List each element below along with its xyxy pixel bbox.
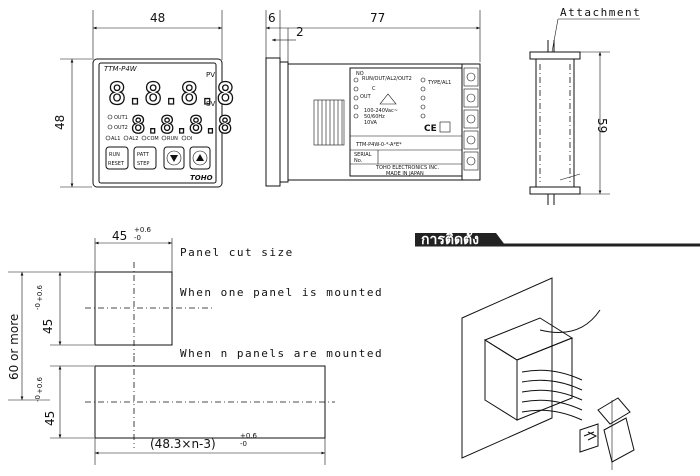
label-no: NO (356, 71, 364, 77)
label-out: OUT (360, 94, 372, 100)
install-header: การติดตั้ง (421, 228, 479, 248)
label-freq: 50/60Hz (364, 114, 385, 120)
side-view: 6 2 77 NO RUN/OUT/AL2/OUT2 TYPE/AL1 C OU… (265, 10, 481, 187)
led-al2: AL2 (129, 136, 138, 142)
serial-label: SERIAL (354, 152, 372, 158)
run-button-label: RUN (109, 152, 120, 158)
cutout-width-tol-plus: +0.6 (134, 226, 152, 234)
label-va: 10VA (364, 120, 377, 126)
front-view: 48 48 TTM-P4W 8.8.8.8 PV 8.8.8.8 SV OUT1… (53, 10, 235, 188)
cutout-height-tol-plus: +0.6 (36, 284, 44, 302)
cutout-height-tol-minus: -0 (34, 303, 42, 310)
led-al1: AL1 (111, 136, 120, 142)
front-height-dim: 48 (53, 115, 67, 130)
dim-6: 6 (268, 11, 276, 25)
made-in-text: MADE IN JAPAN (386, 171, 424, 177)
reset-button-label: RESET (108, 161, 125, 167)
front-model-label: TTM-P4W (104, 65, 138, 73)
sv-label: SV (206, 100, 215, 108)
led-com: COM (147, 136, 159, 142)
label-runout: RUN/OUT/AL2/OUT2 (362, 76, 412, 82)
install-illustration (461, 277, 635, 470)
cutout-height-dim: 45 (41, 319, 55, 334)
attachment-height-dim: 59 (595, 118, 609, 133)
n-height-dim: 45 (43, 411, 57, 426)
cutout-width-dim: 45 (112, 229, 127, 243)
terminal-block (461, 63, 481, 181)
serial-no: No. (354, 158, 363, 164)
pv-display: 8.8.8.8 (108, 77, 234, 112)
model-code: TTM-P4W-0-*-A*E* (355, 142, 402, 148)
led-out2: OUT2 (114, 125, 128, 131)
label-c: C (372, 86, 376, 92)
led-run: RUN (167, 136, 178, 142)
attachment-label: Attachment (560, 6, 641, 19)
n-panels-label: When n panels are mounted (180, 347, 383, 360)
attachment-view: Attachment 59 (529, 6, 641, 205)
up-arrow-icon (196, 154, 204, 161)
one-panel-label: When one panel is mounted (180, 286, 383, 299)
dim-2: 2 (296, 25, 304, 39)
led-out1: OUT1 (114, 115, 128, 121)
panel-cut-title: Panel cut size (180, 246, 294, 259)
down-arrow-icon (170, 155, 178, 162)
ce-mark: CE (424, 124, 437, 134)
n-height-tol-plus: +0.6 (36, 376, 44, 394)
formula-tol-plus: +0.6 (240, 432, 258, 440)
maker-text: TOHO ELECTRONICS INC. (375, 165, 440, 171)
label-type: TYPE/AL1 (427, 80, 451, 86)
dim-77: 77 (370, 11, 385, 25)
panel-cutout-drawing: 45 +0.6 -0 Panel cut size When one panel… (7, 226, 383, 465)
label-power: 100-240Vac~ (364, 108, 398, 114)
spacing-dim: 60 or more (7, 314, 21, 380)
led-di: DI (187, 136, 192, 142)
sv-display: 8.8.8.8 (131, 111, 232, 139)
patt-button-label: PATT (137, 152, 150, 158)
formula-dim: (48.3×n-3) (150, 437, 216, 451)
vent-ribs (313, 99, 345, 146)
formula-tol-minus: -0 (240, 440, 247, 448)
cutout-width-tol-minus: -0 (134, 234, 141, 242)
n-height-tol-minus: -0 (34, 395, 42, 402)
pv-label: PV (206, 71, 215, 79)
front-width-dim: 48 (150, 11, 165, 25)
step-button-label: STEP (137, 161, 149, 167)
install-section: การติดตั้ง (415, 228, 700, 470)
brand-logo: TOHO (190, 174, 213, 182)
